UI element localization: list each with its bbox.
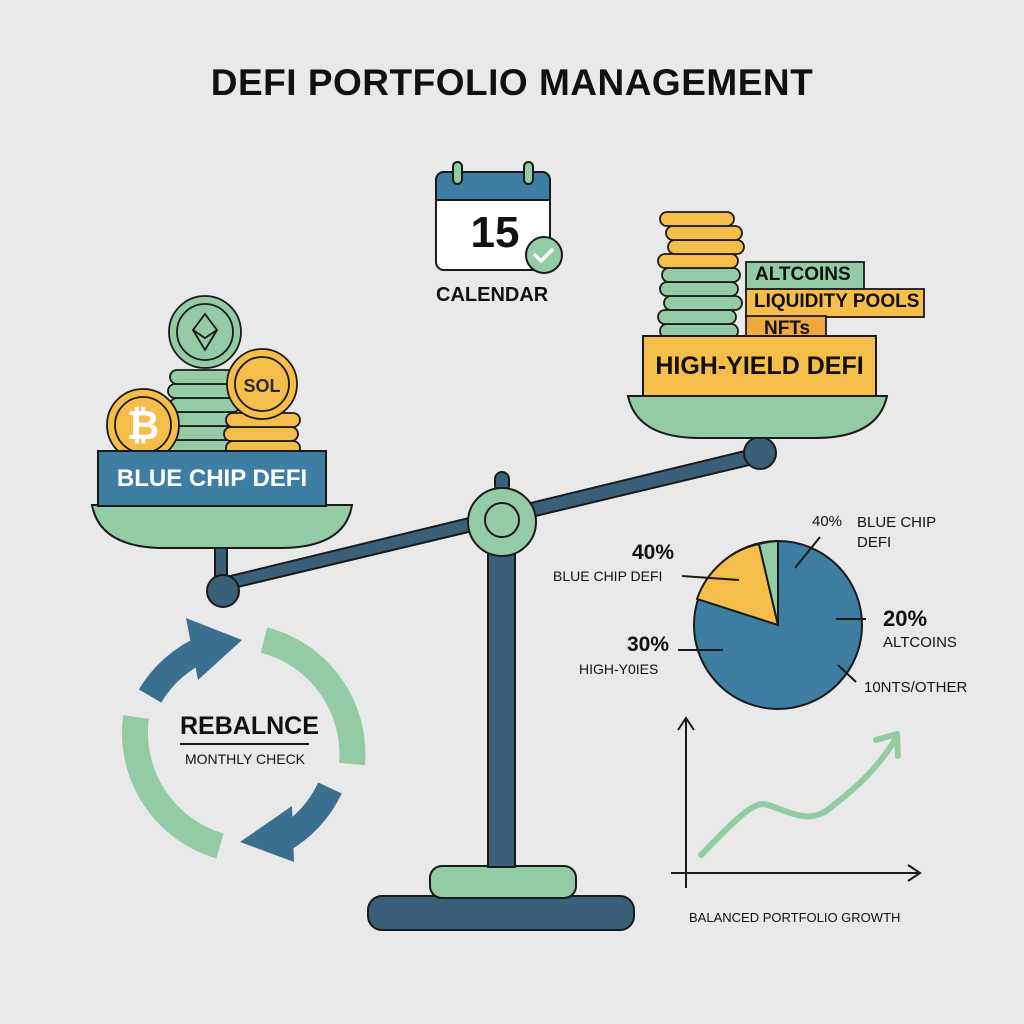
blue-chip-defi-label: BLUE CHIP DEFI [116,465,308,492]
growth-line-chart [671,716,922,888]
blue-chip-label-box [97,450,327,507]
high-yield-label-box [642,335,877,397]
high-yield-coins [657,211,745,339]
pie-bottom-right-label: 10NTS/OTHER [864,679,968,696]
ethereum-icon [168,295,242,369]
rebalance-title: REBALNCE [180,712,319,740]
pie-top-right-pct: 40% [812,513,843,530]
rebalance-subtitle: MONTHLY CHECK [184,751,306,767]
tag-liquidity-box [745,288,925,318]
blue-chip-coins [106,295,301,462]
allocation-pie-chart [678,536,866,710]
svg-text:₿: ₿ [127,404,160,448]
sol-coin-icon [226,348,298,420]
calendar-icon [435,161,563,274]
page-title: DEFI PORTFOLIO MANAGEMENT [210,62,814,103]
calendar-label: CALENDAR [436,284,549,306]
calendar-day: 15 [470,208,520,257]
sol-text: SOL [243,376,280,396]
checkmark-icon [525,236,563,274]
rebalance-cycle-icon [121,618,366,862]
pie-right-label: ALTCOINS [883,634,957,651]
bitcoin-icon [106,388,180,462]
pie-right-pct: 20% [883,606,928,631]
pie-left-top-label: BLUE CHIP DEFI [553,568,663,584]
pie-left-bottom-label: HIGH-Y0IES [579,661,659,677]
tag-liquidity-pools: LIQUIDITY POOLS [754,291,920,312]
pie-left-bottom-pct: 30% [627,633,670,656]
pie-left-top-pct: 40% [632,541,675,564]
balance-scale [90,395,889,931]
pie-top-right-label: BLUE CHIP DEFI [857,514,936,551]
tag-nfts: NFTs [764,318,811,339]
tag-altcoins: ALTCOINS [755,264,851,285]
growth-chart-label: BALANCED PORTFOLIO GROWTH [689,910,901,925]
high-yield-defi-label: HIGH-YIELD DEFI [655,352,864,380]
